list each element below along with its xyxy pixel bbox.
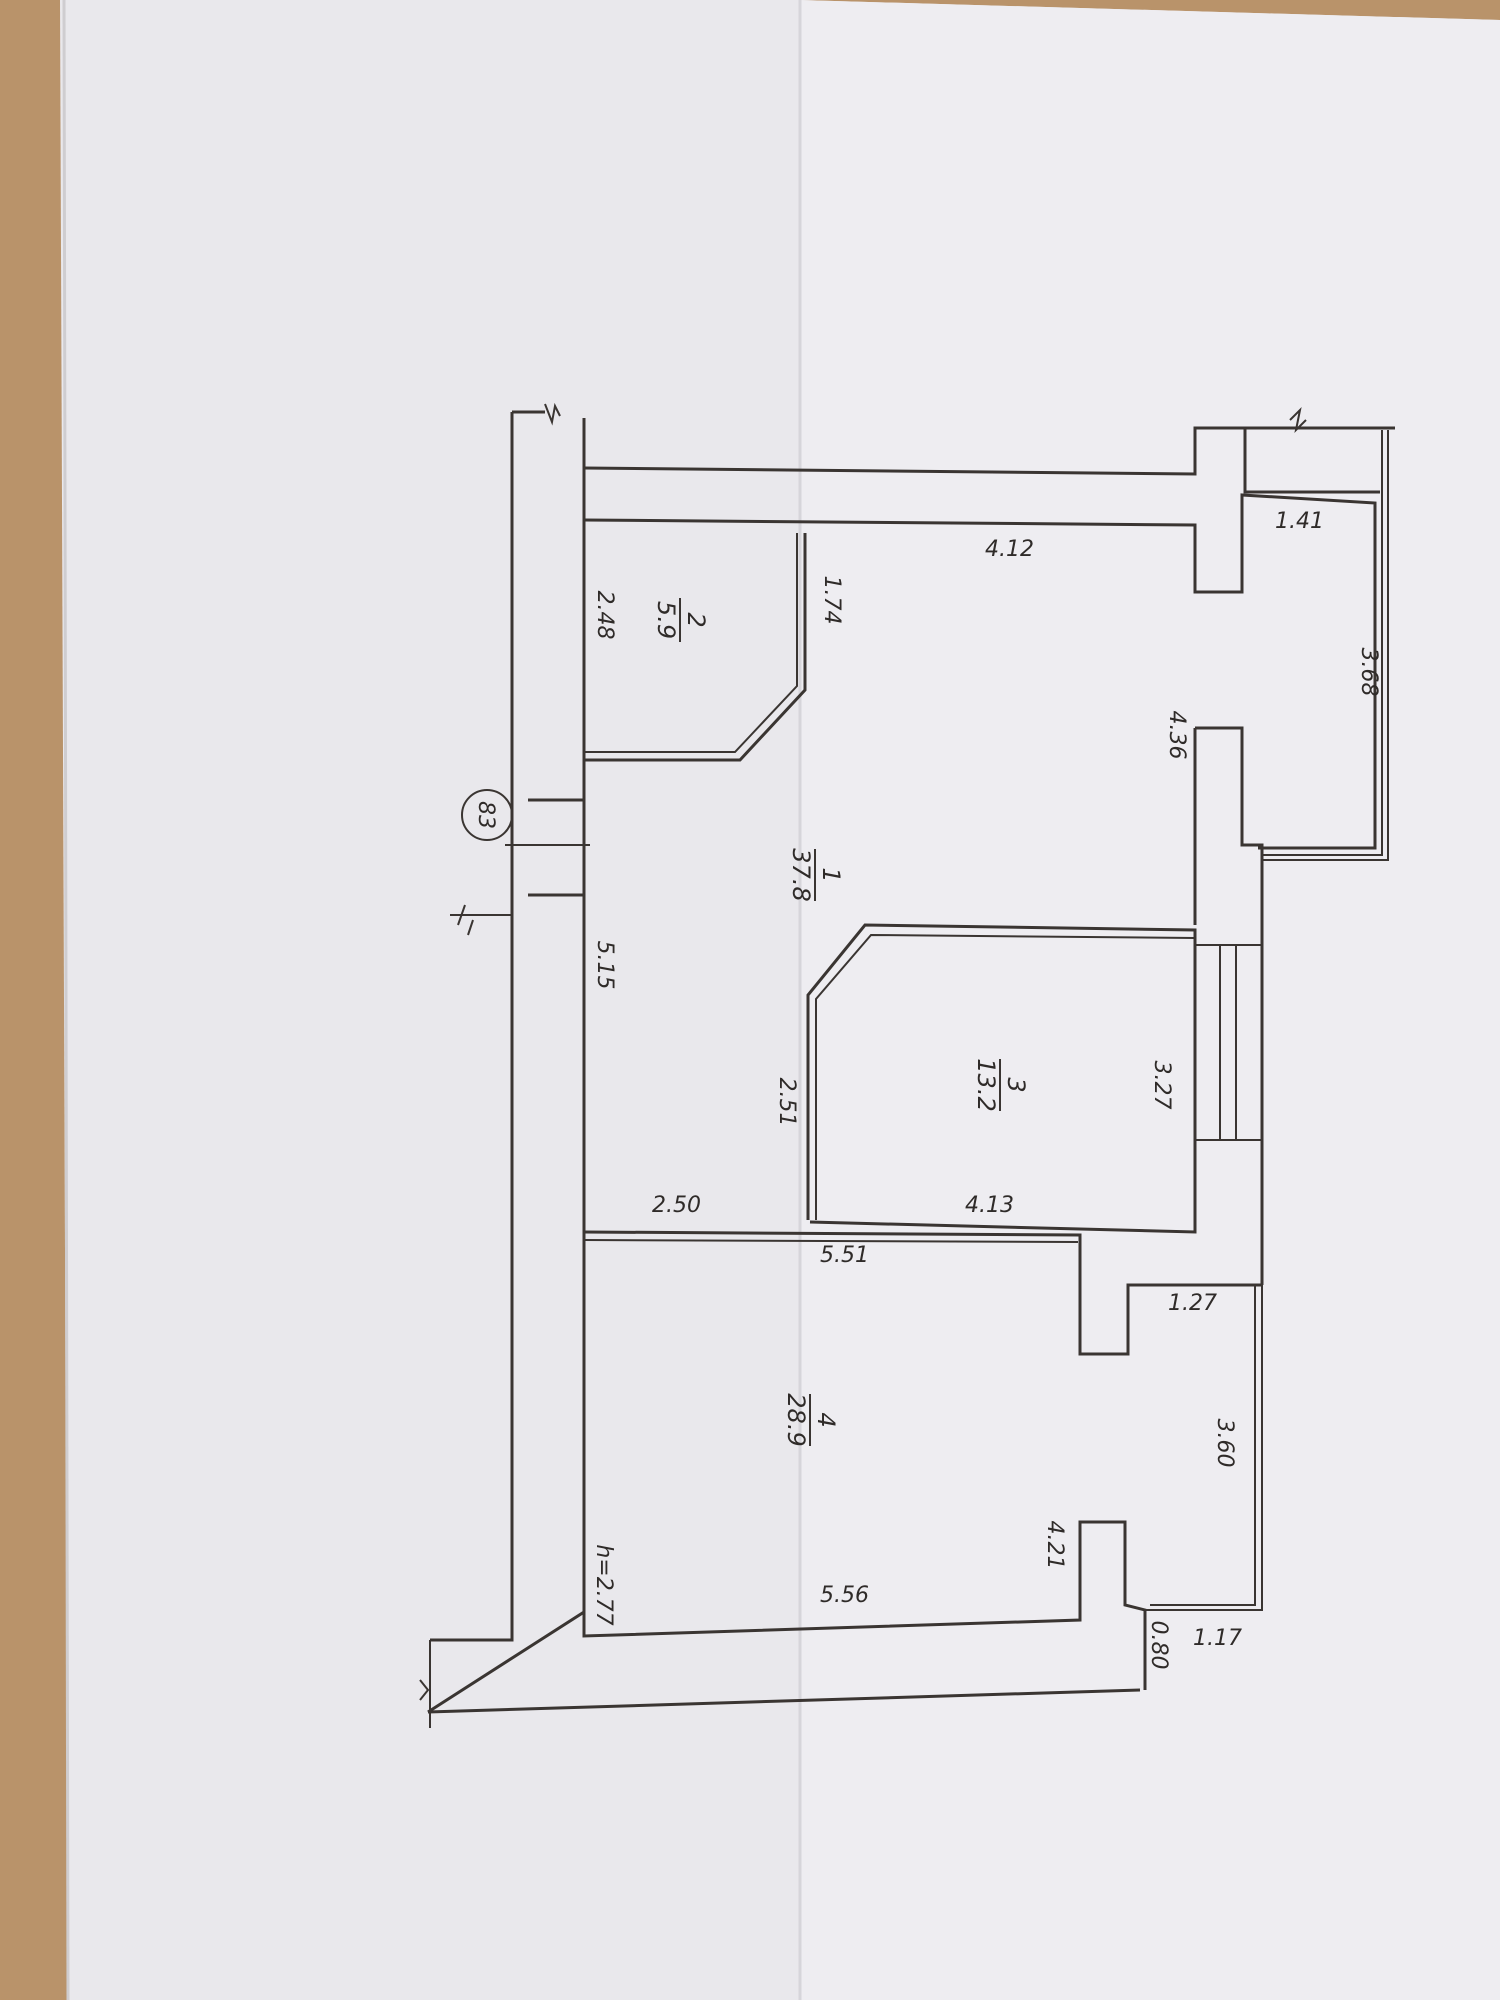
dim-5-51: 5.51 xyxy=(820,1243,869,1268)
dim-1-17: 1.17 xyxy=(1193,1626,1242,1651)
height-note: h=2.77 xyxy=(591,1544,616,1625)
dim-3-27: 3.27 xyxy=(1149,1061,1174,1110)
room-3-number: 3 xyxy=(1002,1077,1030,1092)
dim-4-13: 4.13 xyxy=(965,1193,1014,1218)
dim-4-36: 4.36 xyxy=(1164,711,1189,760)
dim-1-41: 1.41 xyxy=(1275,509,1324,534)
dim-0-80: 0.80 xyxy=(1146,1621,1171,1670)
dim-1-74: 1.74 xyxy=(819,576,844,625)
marker-label: 83 xyxy=(473,801,498,829)
floor-plan xyxy=(419,402,1395,1728)
section-marker: 83 xyxy=(461,789,513,841)
dim-5-56: 5.56 xyxy=(820,1583,869,1608)
dim-1-27: 1.27 xyxy=(1168,1291,1217,1316)
room-3-area: 13.2 xyxy=(972,1058,1000,1111)
dimension-labels: 1.41 4.12 1.27 2.50 4.13 5.51 5.56 1.17 … xyxy=(591,509,1381,1669)
dim-2-48: 2.48 xyxy=(592,591,617,640)
dim-3-68: 3.68 xyxy=(1356,648,1381,697)
room-2-area: 5.9 xyxy=(652,601,680,639)
room-2-label: 2 5.9 xyxy=(652,598,710,642)
room-4-label: 4 28.9 xyxy=(782,1393,840,1446)
dim-3-60: 3.60 xyxy=(1212,1419,1237,1468)
room-1-label: 1 37.8 xyxy=(787,848,845,901)
dim-4-21: 4.21 xyxy=(1042,1521,1067,1570)
dim-2-51: 2.51 xyxy=(774,1078,799,1127)
dim-4-12: 4.12 xyxy=(985,537,1034,562)
room-1-number: 1 xyxy=(817,867,845,882)
dim-5-15: 5.15 xyxy=(592,941,617,990)
room-1-area: 37.8 xyxy=(787,848,815,901)
room-2-number: 2 xyxy=(682,612,710,627)
room-4-area: 28.9 xyxy=(782,1393,810,1446)
dim-2-50: 2.50 xyxy=(652,1193,701,1218)
room-4-number: 4 xyxy=(812,1412,840,1427)
room-3-label: 3 13.2 xyxy=(972,1058,1030,1111)
